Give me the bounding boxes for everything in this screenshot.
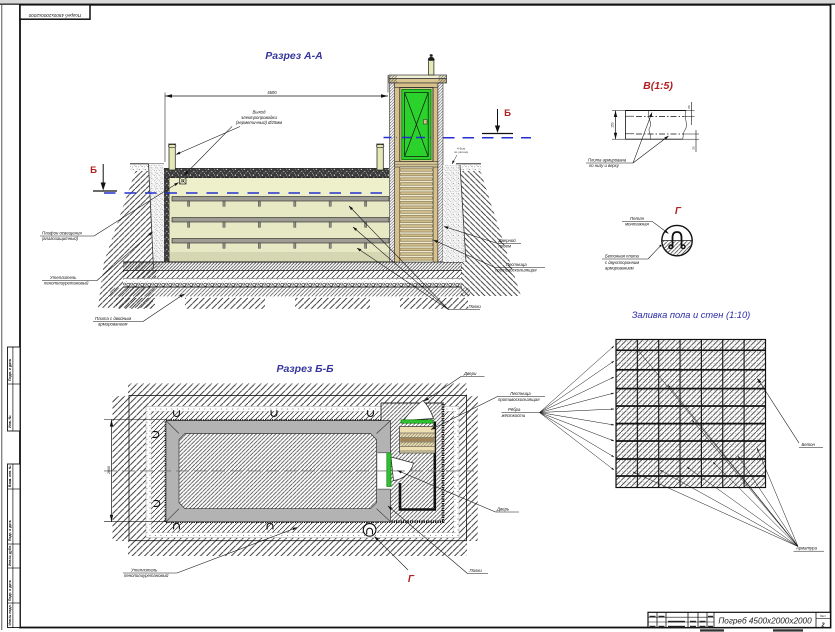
svg-text:Арматура: Арматура: [795, 546, 818, 551]
svg-text:Разрез Б-Б: Разрез Б-Б: [276, 363, 334, 375]
svg-text:Подп. и дата: Подп. и дата: [8, 580, 12, 601]
svg-text:Рёбра: Рёбра: [508, 407, 521, 412]
svg-text:Лист: Лист: [820, 614, 827, 618]
svg-text:В(1:5): В(1:5): [643, 80, 673, 92]
svg-text:Плафон освещения: Плафон освещения: [42, 231, 82, 236]
svg-text:Взам. инв. №: Взам. инв. №: [8, 465, 12, 487]
svg-text:Петля: Петля: [630, 216, 644, 221]
svg-text:Плита с двойным: Плита с двойным: [95, 316, 131, 321]
svg-text:Лестница: Лестница: [505, 262, 527, 267]
svg-text:Погреб 4500х2000х2000: Погреб 4500х2000х2000: [718, 616, 812, 625]
svg-text:жёсткости: жёсткости: [501, 413, 526, 418]
svg-text:(герметичный) Ø25мм: (герметичный) Ø25мм: [236, 120, 282, 125]
svg-text:2: 2: [820, 623, 824, 629]
svg-text:проем: проем: [499, 244, 511, 249]
svg-text:Лестница: Лестница: [509, 391, 531, 396]
svg-text:Утеплитель: Утеплитель: [50, 275, 77, 280]
svg-text:Г: Г: [675, 206, 682, 217]
svg-text:Б: Б: [90, 165, 97, 176]
svg-text:Дверной: Дверной: [498, 238, 517, 243]
svg-text:20: 20: [687, 105, 691, 109]
svg-text:по уклону: по уклону: [454, 150, 468, 154]
svg-text:Б: Б: [504, 108, 511, 119]
svg-text:Полки: Полки: [470, 568, 483, 573]
svg-text:электропроводки: электропроводки: [241, 115, 277, 120]
svg-text:Разрез А-А: Разрез А-А: [265, 50, 322, 62]
svg-text:Погреб 4500х2000х2000: Погреб 4500х2000х2000: [28, 13, 81, 18]
svg-text:Полки: Полки: [469, 304, 482, 309]
svg-text:монтажная: монтажная: [625, 222, 649, 227]
svg-text:Утеплитель: Утеплитель: [131, 568, 158, 573]
svg-text:Двери: Двери: [463, 371, 477, 376]
svg-text:Плита армирована: Плита армирована: [588, 158, 627, 163]
svg-text:Г: Г: [408, 574, 415, 585]
svg-text:Подп. и дата: Подп. и дата: [8, 359, 12, 381]
svg-text:пенополиуретановый: пенополиуретановый: [44, 281, 89, 286]
svg-text:Бетон: Бетон: [802, 442, 816, 447]
svg-text:Инв.№ дубл.: Инв.№ дубл.: [8, 545, 12, 566]
svg-text:Заливка пола и стен (1:10): Заливка пола и стен (1:10): [632, 310, 751, 320]
svg-text:Инв.№ подл.: Инв.№ подл.: [8, 604, 12, 625]
svg-text:Подп. и дата: Подп. и дата: [8, 520, 12, 541]
svg-text:20: 20: [691, 146, 695, 150]
svg-text:Выход: Выход: [253, 110, 267, 115]
svg-text:Бетонная плита: Бетонная плита: [605, 254, 640, 259]
svg-text:4500: 4500: [267, 90, 277, 95]
svg-text:пенополиуретановый: пенополиуретановый: [124, 573, 169, 578]
svg-text:Дверь: Дверь: [496, 507, 510, 512]
svg-text:по низу и верху: по низу и верху: [589, 163, 620, 168]
svg-text:Инв. №: Инв. №: [8, 415, 12, 428]
svg-text:(влагозащитный): (влагозащитный): [42, 236, 79, 241]
svg-text:2000: 2000: [107, 466, 111, 474]
svg-text:с двухсторонним: с двухсторонним: [605, 260, 639, 265]
svg-text:армированием: армированием: [605, 265, 634, 270]
svg-text:противоскользящая: противоскользящая: [498, 397, 540, 402]
svg-text:4-5см: 4-5см: [457, 147, 465, 151]
svg-text:150: 150: [611, 122, 615, 128]
svg-text:армированием: армированием: [98, 322, 127, 327]
svg-text:противоскользящая: противоскользящая: [495, 268, 537, 273]
